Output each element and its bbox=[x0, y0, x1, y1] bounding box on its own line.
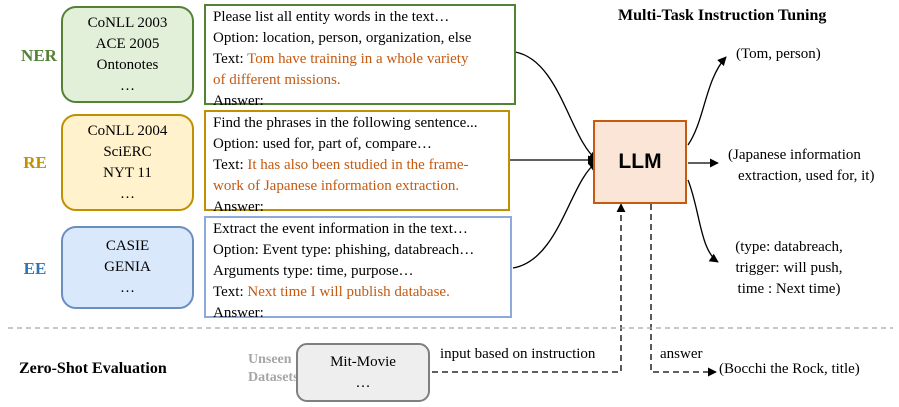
dataset-ellipsis: … bbox=[120, 185, 135, 202]
unseen-label-line: Unseen bbox=[248, 352, 292, 367]
dataset-name: SciERC bbox=[103, 143, 152, 160]
re-instruction-box: Find the phrases in the following senten… bbox=[204, 110, 510, 215]
dataset-name: Mit-Movie bbox=[330, 353, 396, 370]
output-line: time : Next time) bbox=[737, 281, 841, 297]
llm-label: LLM bbox=[618, 150, 662, 173]
text-prefix: Text: bbox=[213, 51, 248, 67]
dataset-ellipsis: … bbox=[355, 374, 371, 391]
ner-output: (Tom, person) bbox=[736, 44, 821, 65]
dataset-name: GENIA bbox=[104, 259, 151, 275]
text-prefix: Text: bbox=[213, 284, 248, 300]
answer-prompt: Answer: bbox=[213, 93, 264, 109]
instruction-line: Please list all entity words in the text… bbox=[213, 9, 450, 25]
diagram-title: Multi-Task Instruction Tuning bbox=[618, 7, 827, 24]
re-task-label: RE bbox=[23, 153, 47, 172]
input-dashed-arrow bbox=[432, 203, 626, 373]
input-text: It has also been studied in the frame- bbox=[247, 157, 469, 173]
llm-box: LLM bbox=[593, 120, 687, 204]
option-line: Option: used for, part of, compare… bbox=[213, 136, 432, 152]
answer-label: answer bbox=[660, 346, 703, 362]
answer-prompt: Answer: bbox=[213, 199, 264, 215]
output-line: (type: databreach, bbox=[735, 239, 843, 255]
dataset-name: NYT 11 bbox=[103, 164, 152, 181]
re-dataset-box: CoNLL 2004 SciERC NYT 11 … bbox=[61, 114, 194, 211]
zero-shot-dataset-box: Mit-Movie … bbox=[296, 343, 430, 402]
dataset-name: Ontonotes bbox=[96, 56, 159, 73]
dataset-ellipsis: … bbox=[120, 280, 135, 296]
answer-prompt: Answer: bbox=[213, 305, 264, 321]
dataset-name: ACE 2005 bbox=[95, 35, 160, 52]
re-output: (Japanese information extraction, used f… bbox=[728, 145, 874, 187]
input-text: of different missions. bbox=[213, 72, 341, 88]
unseen-datasets-label: Unseen Datasets bbox=[248, 351, 299, 387]
dataset-ellipsis: … bbox=[120, 77, 135, 94]
output-line: (Tom, person) bbox=[736, 46, 821, 62]
answer-dashed-arrow bbox=[650, 204, 717, 377]
output-line: trigger: will push, bbox=[735, 260, 843, 276]
llm-to-ee-output-arrow bbox=[687, 179, 719, 263]
llm-to-ner-output-arrow bbox=[687, 56, 727, 146]
output-line: (Japanese information bbox=[728, 147, 861, 163]
text-prefix: Text: bbox=[213, 157, 248, 173]
ner-to-llm-arrow bbox=[514, 51, 598, 161]
ee-dataset-box: CASIE GENIA … bbox=[61, 226, 194, 309]
instruction-line: Find the phrases in the following senten… bbox=[213, 115, 478, 131]
input-instruction-label: input based on instruction bbox=[440, 346, 596, 362]
zero-shot-label: Zero-Shot Evaluation bbox=[19, 360, 167, 377]
input-text: work of Japanese information extraction. bbox=[213, 178, 460, 194]
instruction-line: Extract the event information in the tex… bbox=[213, 221, 468, 237]
ee-instruction-box: Extract the event information in the tex… bbox=[204, 216, 512, 321]
input-text: Tom have training in a whole variety bbox=[247, 51, 469, 67]
option-line: Option: location, person, organization, … bbox=[213, 30, 472, 46]
unseen-label-line: Datasets bbox=[248, 370, 299, 385]
ee-output: (type: databreach, trigger: will push, t… bbox=[727, 237, 851, 300]
zero-shot-output: (Bocchi the Rock, title) bbox=[719, 361, 860, 377]
dataset-name: CoNLL 2004 bbox=[87, 122, 168, 139]
arguments-line: Arguments type: time, purpose… bbox=[213, 263, 414, 279]
ner-task-label: NER bbox=[21, 46, 57, 65]
dataset-name: CASIE bbox=[105, 238, 150, 254]
output-line: extraction, used for, it) bbox=[738, 168, 875, 184]
input-text: Next time I will publish database. bbox=[247, 284, 450, 300]
ee-to-llm-arrow bbox=[512, 161, 598, 269]
ee-task-label: EE bbox=[23, 259, 47, 278]
dataset-name: CoNLL 2003 bbox=[87, 14, 168, 31]
ner-dataset-box: CoNLL 2003 ACE 2005 Ontonotes … bbox=[61, 6, 194, 103]
option-line: Option: Event type: phishing, databreach… bbox=[213, 242, 475, 258]
ner-instruction-box: Please list all entity words in the text… bbox=[204, 4, 516, 109]
